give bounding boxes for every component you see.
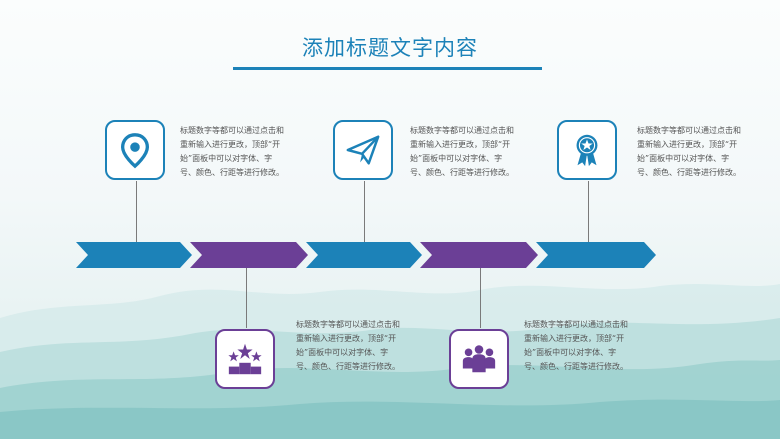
milestone-1-icon-box — [105, 120, 165, 180]
podium-stars-icon — [228, 343, 262, 375]
timeline-arrow-1 — [76, 242, 192, 268]
connector-line-5 — [588, 181, 589, 242]
connector-line-3 — [364, 181, 365, 242]
timeline-arrows — [76, 242, 656, 268]
milestone-4-description: 标题数字等都可以通过点击和重新输入进行更改，顶部“开始”面板中可以对字体、字号、… — [524, 320, 628, 371]
milestone-4-icon-box — [449, 329, 509, 389]
connector-line-1 — [136, 181, 137, 242]
milestone-5-description: 标题数字等都可以通过点击和重新输入进行更改，顶部“开始”面板中可以对字体、字号、… — [637, 126, 741, 177]
title-area: 添加标题文字内容 — [0, 32, 780, 62]
connector-line-2 — [246, 268, 247, 328]
milestone-2-icon-box — [215, 329, 275, 389]
location-pin-icon — [120, 133, 150, 169]
award-badge-icon — [576, 134, 598, 167]
timeline-arrow-2 — [190, 242, 308, 268]
page-title: 添加标题文字内容 — [302, 36, 478, 60]
milestone-1-description: 标题数字等都可以通过点击和重新输入进行更改，顶部“开始”面板中可以对字体、字号、… — [180, 126, 284, 177]
timeline-arrow-4 — [420, 242, 538, 268]
milestone-3-description: 标题数字等都可以通过点击和重新输入进行更改，顶部“开始”面板中可以对字体、字号、… — [410, 126, 514, 177]
milestone-5-icon-box — [557, 120, 617, 180]
title-underline — [233, 67, 542, 70]
connector-line-4 — [480, 268, 481, 328]
milestone-2-description: 标题数字等都可以通过点击和重新输入进行更改，顶部“开始”面板中可以对字体、字号、… — [296, 320, 400, 371]
timeline-arrow-3 — [306, 242, 422, 268]
timeline-arrow-5 — [536, 242, 656, 268]
milestone-3-icon-box — [333, 120, 393, 180]
paper-plane-icon — [346, 135, 380, 165]
team-people-icon — [462, 345, 496, 373]
